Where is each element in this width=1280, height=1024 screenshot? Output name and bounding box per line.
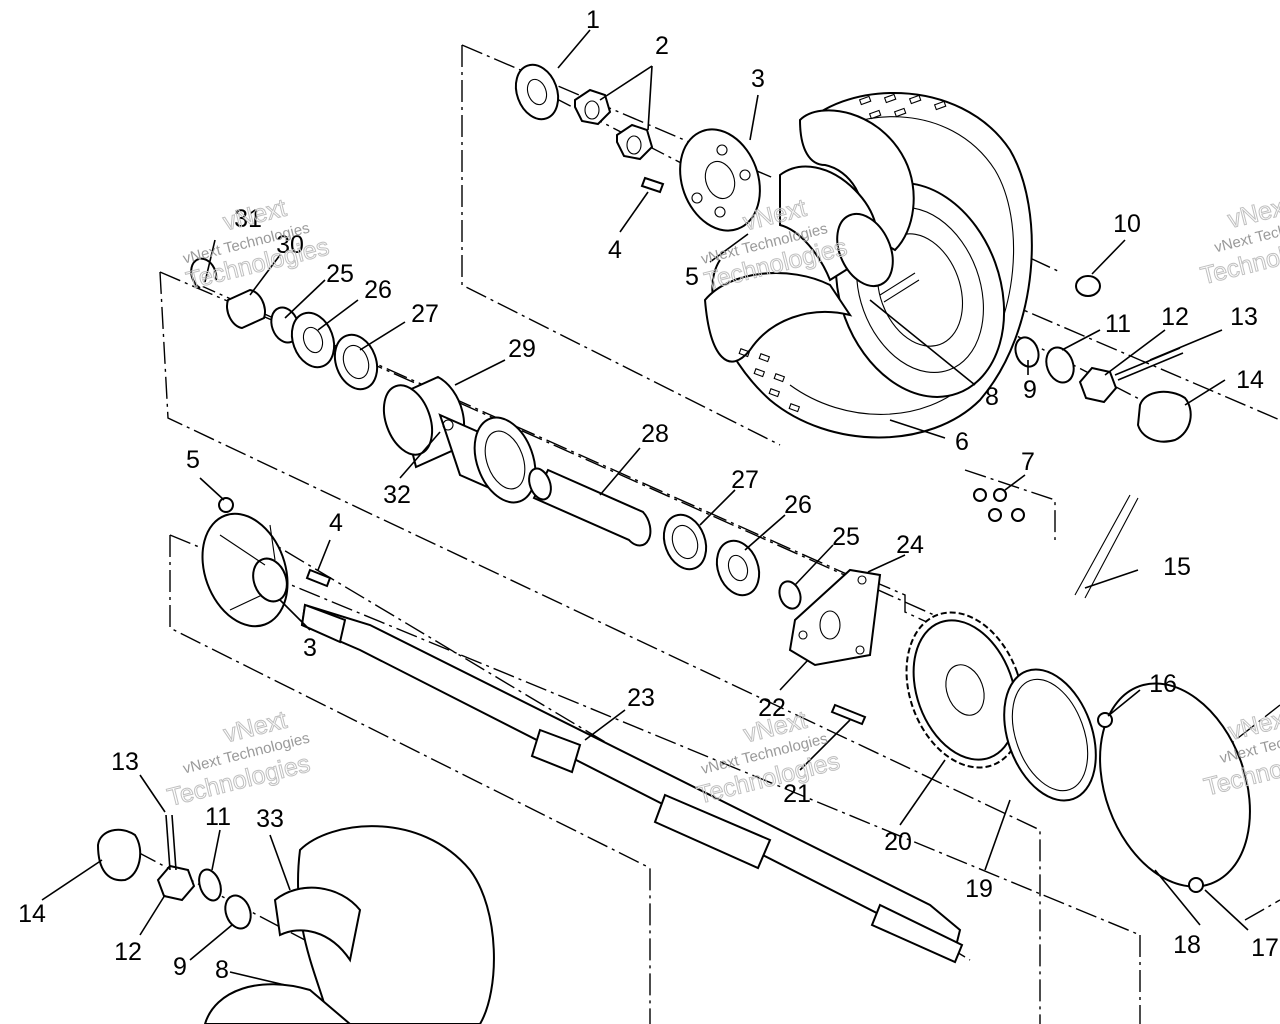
cap-14-top [1136,390,1192,443]
callout-12-top: 12 [1161,303,1189,331]
callout-1: 1 [586,6,600,34]
callout-25-top: 25 [326,260,354,288]
tire-top [703,91,1033,439]
callout-28: 28 [641,420,669,448]
callout-32: 32 [383,481,411,509]
callout-13-bottom: 13 [111,748,139,776]
callout-4-top: 4 [608,236,622,264]
callout-27-lower: 27 [731,466,759,494]
callout-8-top: 8 [985,383,999,411]
clip-31 [190,257,218,289]
callout-3-top: 3 [751,65,765,93]
washer-1 [514,63,560,121]
part-33 [273,886,362,963]
top-hub-parts [514,63,1192,443]
hub-3-top [679,128,761,232]
callout-23: 23 [627,684,655,712]
ring-11-bottom [198,868,222,902]
callout-25-lower: 25 [832,523,860,551]
bolt-21 [830,703,867,726]
bearing-27b [662,513,708,571]
chain-15 [1074,494,1139,599]
callout-8-bottom: 8 [215,956,229,984]
carrier-29-right [473,416,537,504]
callout-6: 6 [955,428,969,456]
chain-link-7 [973,488,1025,522]
nut-2b [616,123,654,161]
callout-3-lower: 3 [303,634,317,662]
nut-12-top [1078,366,1118,404]
callout-22: 22 [758,694,786,722]
callout-5-lower: 5 [186,446,200,474]
callout-14-bottom: 14 [18,900,46,928]
middle-bearing-stack [190,257,802,610]
lower-hub [201,497,332,628]
callout-11-bottom: 11 [205,803,231,831]
drive-parts [788,488,1251,893]
hub-22 [788,568,882,667]
seal-26b [715,539,761,597]
cap-14-bottom [96,828,142,882]
brake-disc-19 [1003,668,1097,802]
callout-numbers: 1 2 3 3 4 4 5 5 6 7 8 8 9 9 10 11 11 12 … [18,6,1279,984]
callout-31: 31 [234,205,262,233]
callout-12-bottom: 12 [114,938,142,966]
nut-10 [1075,275,1101,297]
callout-9-top: 9 [1023,376,1037,404]
axle-shaft [300,603,964,964]
watermark-bottom-middle: vNext vNext Technologies Technologies [694,705,843,810]
bushing-30 [225,288,267,330]
watermark-bottom-left: vNext vNext Technologies Technologies [164,705,313,812]
callout-26-top: 26 [364,276,392,304]
bolt-4-lower [305,568,332,588]
nut-12-bottom [156,864,196,902]
callout-24: 24 [896,531,924,559]
callout-11-top: 11 [1105,310,1131,338]
bearing-27a [333,333,379,391]
callout-30: 30 [276,231,304,259]
callout-2: 2 [655,32,669,60]
ring-11-top [1045,346,1075,384]
nut-17 [1188,877,1204,893]
watermark-top-left: vNext vNext Technologies Technologies [181,193,332,295]
callout-18: 18 [1173,931,1201,959]
sleeve-28 [532,468,652,547]
callout-7: 7 [1021,448,1035,476]
callout-10: 10 [1113,210,1141,238]
nut-5-lower [218,497,234,513]
watermark-top-right: vNext vNext Technologies Technologies [1197,191,1280,291]
callout-26-lower: 26 [784,491,812,519]
callout-21: 21 [783,780,811,808]
callout-27-top: 27 [411,300,439,328]
callout-16: 16 [1149,670,1177,698]
washer-9-bottom [224,894,252,930]
callout-13-top: 13 [1230,303,1258,331]
callout-17: 17 [1251,934,1279,962]
callout-29: 29 [508,335,536,363]
callout-15: 15 [1163,553,1191,581]
callout-14-top: 14 [1236,366,1264,394]
bolt-4-top [640,176,665,194]
callout-4-lower: 4 [329,509,343,537]
bottom-wheel [96,814,495,1024]
callout-5-top: 5 [685,263,699,291]
washer-9-top [1014,336,1040,368]
leader-lines [41,29,1249,986]
callout-33: 33 [256,805,284,833]
callout-20: 20 [884,828,912,856]
oring-25b [778,580,802,610]
callout-19: 19 [965,875,993,903]
cover-18 [1099,682,1251,888]
callout-9-bottom: 9 [173,953,187,981]
